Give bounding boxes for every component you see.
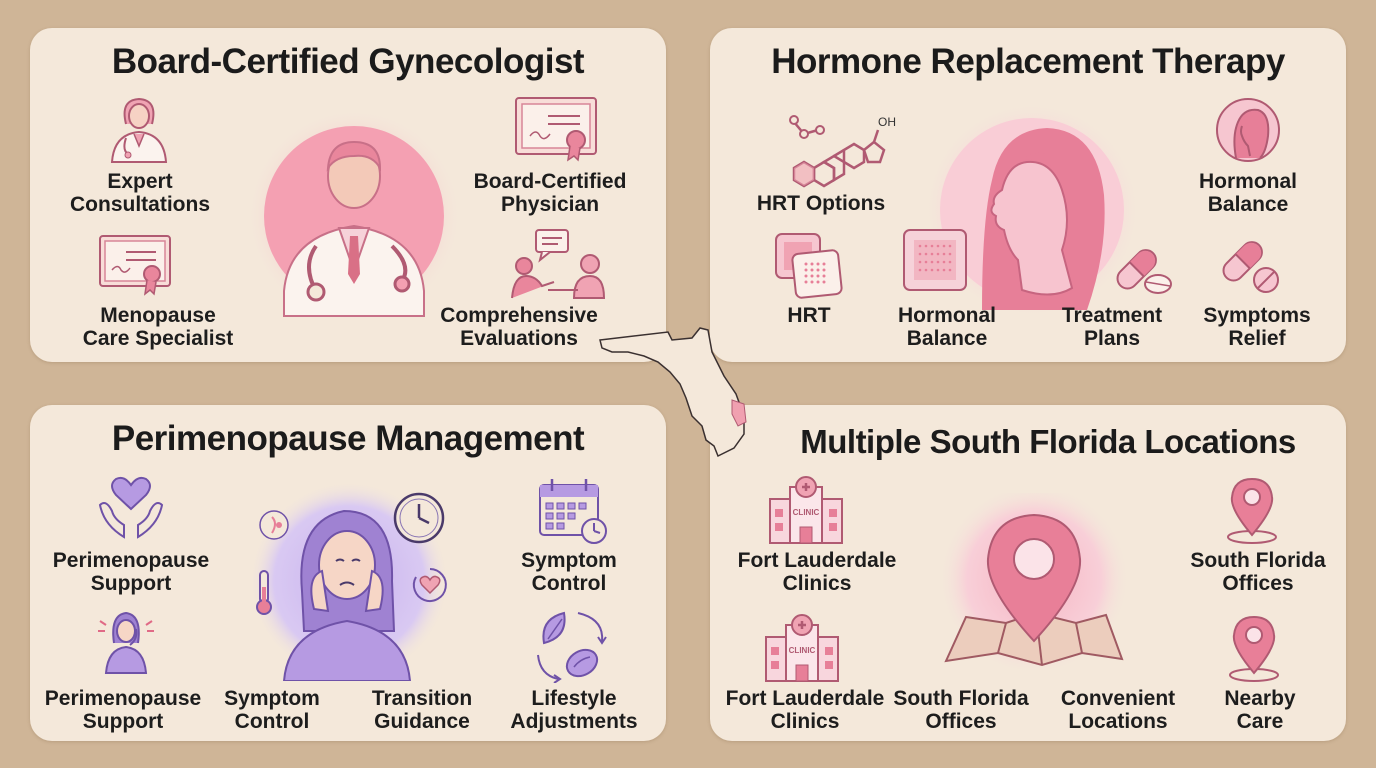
calendar-icon — [536, 477, 610, 545]
label-nearby-care: Nearby Care — [1224, 687, 1296, 733]
map-icon — [936, 493, 1136, 693]
pill-icon — [1112, 240, 1174, 298]
label-hormonal-balance: Hormonal Balance — [897, 304, 996, 350]
molecule-oh-label: OH — [878, 115, 896, 129]
woman-profile-icon — [1214, 96, 1282, 164]
label-transition-guidance: Transition Guidance — [371, 687, 473, 733]
label-hormonal-balance-top: Hormonal Balance — [1198, 170, 1297, 216]
label-fort-lauderdale-clinics: Fort Lauderdale Clinics — [725, 687, 885, 733]
female-doctor-icon — [106, 94, 172, 164]
florida-map-icon — [598, 322, 758, 462]
panel-title: Multiple South Florida Locations — [800, 423, 1296, 460]
heart-hands-icon — [94, 475, 168, 541]
consultation-icon — [508, 228, 608, 300]
pill-icon — [1218, 234, 1282, 296]
label-convenient-locations: Convenient Locations — [1060, 687, 1176, 733]
panel-hrt: Hormone Replacement Therapy — [710, 28, 1346, 362]
label-board-certified-physician: Board-Certified Physician — [473, 170, 627, 216]
label-perimenopause-support-top: Perimenopause Support — [52, 549, 210, 595]
certificate-icon — [514, 96, 600, 162]
label-south-florida-offices-top: South Florida Offices — [1190, 549, 1326, 595]
patch-icon — [902, 228, 970, 294]
map-pin-icon — [1224, 475, 1280, 545]
label-comprehensive-evaluations: Comprehensive Evaluations — [440, 304, 598, 350]
thermometer-icon — [252, 569, 276, 617]
label-lifestyle-adjustments: Lifestyle Adjustments — [510, 687, 638, 733]
woman-profile-icon — [922, 100, 1142, 320]
doctor-icon — [244, 106, 464, 326]
map-pin-icon — [1226, 613, 1282, 683]
label-fort-lauderdale-clinics-top: Fort Lauderdale Clinics — [737, 549, 897, 595]
panel-locations: Multiple South Florida Locations — [710, 405, 1346, 741]
label-hrt-options: HRT Options — [756, 192, 886, 215]
label-menopause-care-specialist: Menopause Care Specialist — [82, 304, 234, 350]
patch-icon — [772, 230, 846, 300]
label-expert-consultations: Expert Consultations — [70, 170, 210, 216]
label-perimenopause-support: Perimenopause Support — [44, 687, 202, 733]
label-treatment-plans: Treatment Plans — [1061, 304, 1163, 350]
panel-title: Board-Certified Gynecologist — [111, 42, 585, 81]
molecule-icon: OH — [774, 102, 904, 202]
clinic-icon: CLINIC — [762, 613, 842, 683]
label-symptom-control-top: Symptom Control — [521, 549, 617, 595]
label-symptoms-relief: Symptoms Relief — [1203, 304, 1311, 350]
clinic-sign: CLINIC — [789, 646, 816, 655]
stressed-woman-icon — [94, 605, 158, 675]
heart-cycle-icon — [410, 565, 450, 605]
panel-title: Hormone Replacement Therapy — [771, 42, 1285, 81]
label-symptom-control: Symptom Control — [224, 687, 320, 733]
label-hrt: HRT — [787, 304, 831, 327]
clinic-sign: CLINIC — [793, 508, 820, 517]
panel-gynecologist: Board-Certified Gynecologist — [30, 28, 666, 362]
certificate-icon — [98, 234, 174, 298]
clinic-icon: CLINIC — [766, 475, 846, 545]
leaves-icon — [534, 609, 612, 683]
clock-icon — [392, 491, 446, 545]
panel-perimenopause: Perimenopause Management — [30, 405, 666, 741]
label-south-florida-offices: South Florida Offices — [893, 687, 1029, 733]
panel-title: Perimenopause Management — [111, 419, 585, 458]
